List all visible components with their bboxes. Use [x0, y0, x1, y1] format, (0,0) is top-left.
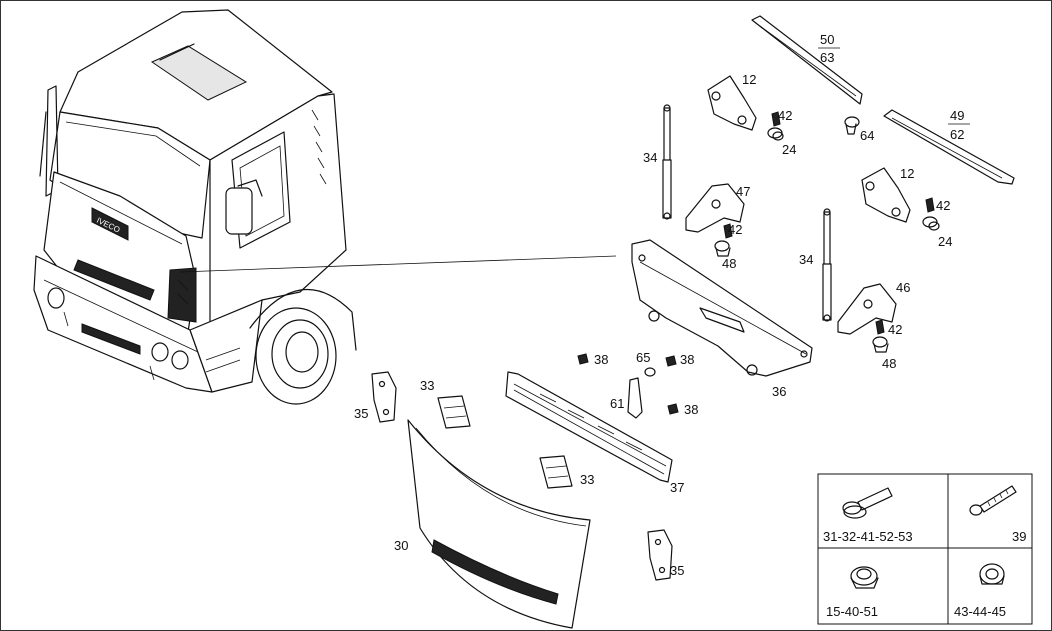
- gas-strut-34-right: [822, 208, 832, 322]
- bolt-42-lower: [875, 319, 885, 335]
- trim-strip-49-62: [883, 109, 1015, 185]
- label-42-upper: 42: [778, 108, 792, 123]
- label-36: 36: [772, 384, 786, 399]
- label-65: 65: [636, 350, 650, 365]
- label-37: 37: [670, 480, 684, 495]
- label-48-center: 48: [722, 256, 736, 271]
- label-30: 30: [394, 538, 408, 553]
- label-34-left: 34: [643, 150, 657, 165]
- label-24-upper: 24: [782, 142, 796, 157]
- grille-insert-37: [505, 371, 673, 483]
- label-47: 47: [736, 184, 750, 199]
- label-33-upper: 33: [420, 378, 434, 393]
- label-35-left: 35: [354, 406, 368, 421]
- label-33-lower: 33: [580, 472, 594, 487]
- screw-38-c: [667, 403, 679, 415]
- label-35-right: 35: [670, 563, 684, 578]
- legend-label-43-44-45: 43-44-45: [954, 604, 1006, 619]
- screw-38-a: [577, 353, 589, 365]
- bushing-48-center: [714, 240, 731, 257]
- bolt-42-center: [723, 223, 733, 239]
- label-38-a: 38: [594, 352, 608, 367]
- mounting-plate-35-left: [371, 371, 397, 423]
- truck-cab: IVECO: [33, 9, 357, 405]
- strut-bracket-46: [837, 283, 897, 335]
- label-64: 64: [860, 128, 874, 143]
- flange-bolt-icon: [842, 487, 893, 519]
- hinge-33-upper: [437, 395, 471, 429]
- hinge-33-lower: [539, 455, 573, 489]
- bushing-48-lower: [872, 336, 889, 353]
- front-panel-30: [407, 419, 591, 629]
- label-42-center: 42: [728, 222, 742, 237]
- label-61: 61: [610, 396, 624, 411]
- label-42-right: 42: [936, 198, 950, 213]
- label-38-c: 38: [684, 402, 698, 417]
- label-46: 46: [896, 280, 910, 295]
- label-42-lower: 42: [888, 322, 902, 337]
- bolt-42-upper: [771, 111, 781, 127]
- fastener-legend: 31-32-41-52-53 39 15-40-51 43-44-45: [817, 473, 1033, 625]
- long-bolt-icon: [969, 485, 1017, 516]
- bushing-24-upper: [767, 127, 784, 141]
- legend-label-39: 39: [1012, 529, 1026, 544]
- label-38-b: 38: [680, 352, 694, 367]
- part-labels: 50 63 49 62 12 42 24 64 34 47 42 48 12 4…: [354, 32, 970, 578]
- washer-65: [644, 367, 656, 377]
- label-12-upper: 12: [742, 72, 756, 87]
- label-48-lower: 48: [882, 356, 896, 371]
- flange-nut-icon: [850, 566, 879, 589]
- bushing-24-right: [922, 216, 940, 231]
- legend-label-15-40-51: 15-40-51: [826, 604, 878, 619]
- bolt-64: [844, 116, 860, 135]
- screw-38-b: [665, 355, 677, 367]
- leader-line-cab: [179, 255, 617, 273]
- label-63: 63: [820, 50, 834, 65]
- mounting-plate-35-right: [647, 529, 673, 581]
- hex-nut-icon: [979, 563, 1005, 585]
- label-62: 62: [950, 127, 964, 142]
- label-49: 49: [950, 108, 964, 123]
- label-34-right: 34: [799, 252, 813, 267]
- clip-61: [627, 377, 643, 419]
- label-50: 50: [820, 32, 834, 47]
- label-12-lower: 12: [900, 166, 914, 181]
- legend-label-31-32-41-52-53: 31-32-41-52-53: [823, 529, 913, 544]
- bolt-42-right: [925, 197, 935, 213]
- label-24-right: 24: [938, 234, 952, 249]
- gas-strut-34-left: [662, 104, 672, 220]
